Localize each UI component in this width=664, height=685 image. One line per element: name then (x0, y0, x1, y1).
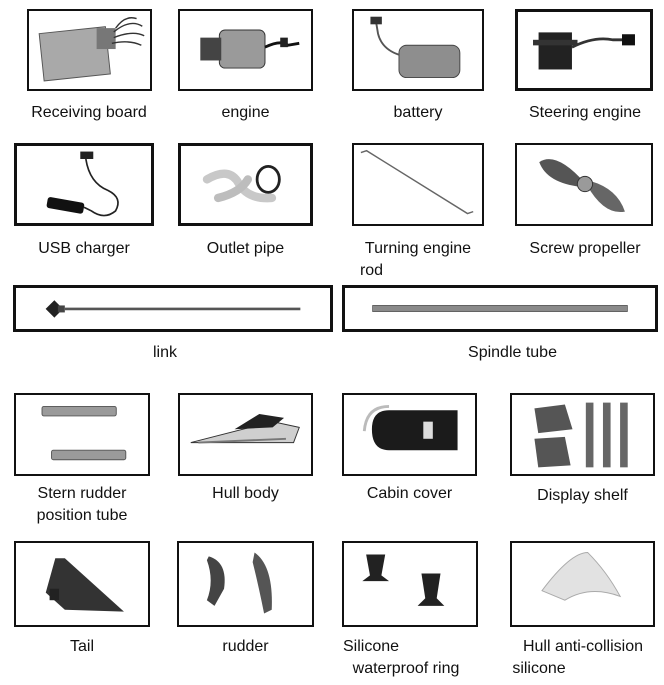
usb-charger-image (14, 143, 154, 226)
cabin-cover-image (342, 393, 477, 476)
turning-engine-rod-label-1: Turning engine (364, 240, 472, 257)
cabin-cover-label: Cabin cover (366, 485, 453, 502)
tail-label: Tail (69, 638, 94, 655)
rudder-image (177, 541, 314, 627)
steering-engine-label: Steering engine (528, 104, 642, 121)
rudder-label: rudder (222, 638, 269, 655)
hull-anticollision-image (510, 541, 655, 627)
engine-label: engine (221, 104, 270, 121)
turning-engine-rod-label-2: rod (359, 262, 384, 279)
link-label: link (152, 344, 177, 361)
hull-anticollision-label-2: silicone (512, 660, 566, 677)
display-shelf-image (510, 393, 655, 476)
stern-rudder-tube-image (14, 393, 150, 476)
silicone-ring-image (342, 541, 478, 627)
silicone-ring-label-1: Silicone (342, 638, 400, 655)
engine-image (178, 9, 313, 91)
hull-body-image (178, 393, 313, 476)
receiving-board-image (27, 9, 152, 91)
link-image (13, 285, 333, 332)
hull-anticollision-label-1: Hull anti-collision (522, 638, 644, 655)
turning-engine-rod-image (352, 143, 484, 226)
display-shelf-label: Display shelf (537, 487, 628, 504)
stern-rudder-tube-label-2: position tube (36, 507, 128, 524)
spindle-tube-label: Spindle tube (468, 344, 557, 361)
battery-image (352, 9, 484, 91)
stern-rudder-tube-label-1: Stern rudder (37, 485, 127, 502)
screw-propeller-label: Screw propeller (529, 240, 641, 257)
usb-charger-label: USB charger (38, 240, 130, 257)
outlet-pipe-label: Outlet pipe (206, 240, 285, 257)
hull-body-label: Hull body (212, 485, 279, 502)
receiving-board-label: Receiving board (31, 104, 147, 121)
spindle-tube-image (342, 285, 658, 332)
steering-engine-image (515, 9, 653, 91)
screw-propeller-image (515, 143, 653, 226)
outlet-pipe-image (178, 143, 313, 226)
silicone-ring-label-2: waterproof ring (352, 660, 460, 677)
battery-label: battery (393, 104, 443, 121)
tail-image (14, 541, 150, 627)
